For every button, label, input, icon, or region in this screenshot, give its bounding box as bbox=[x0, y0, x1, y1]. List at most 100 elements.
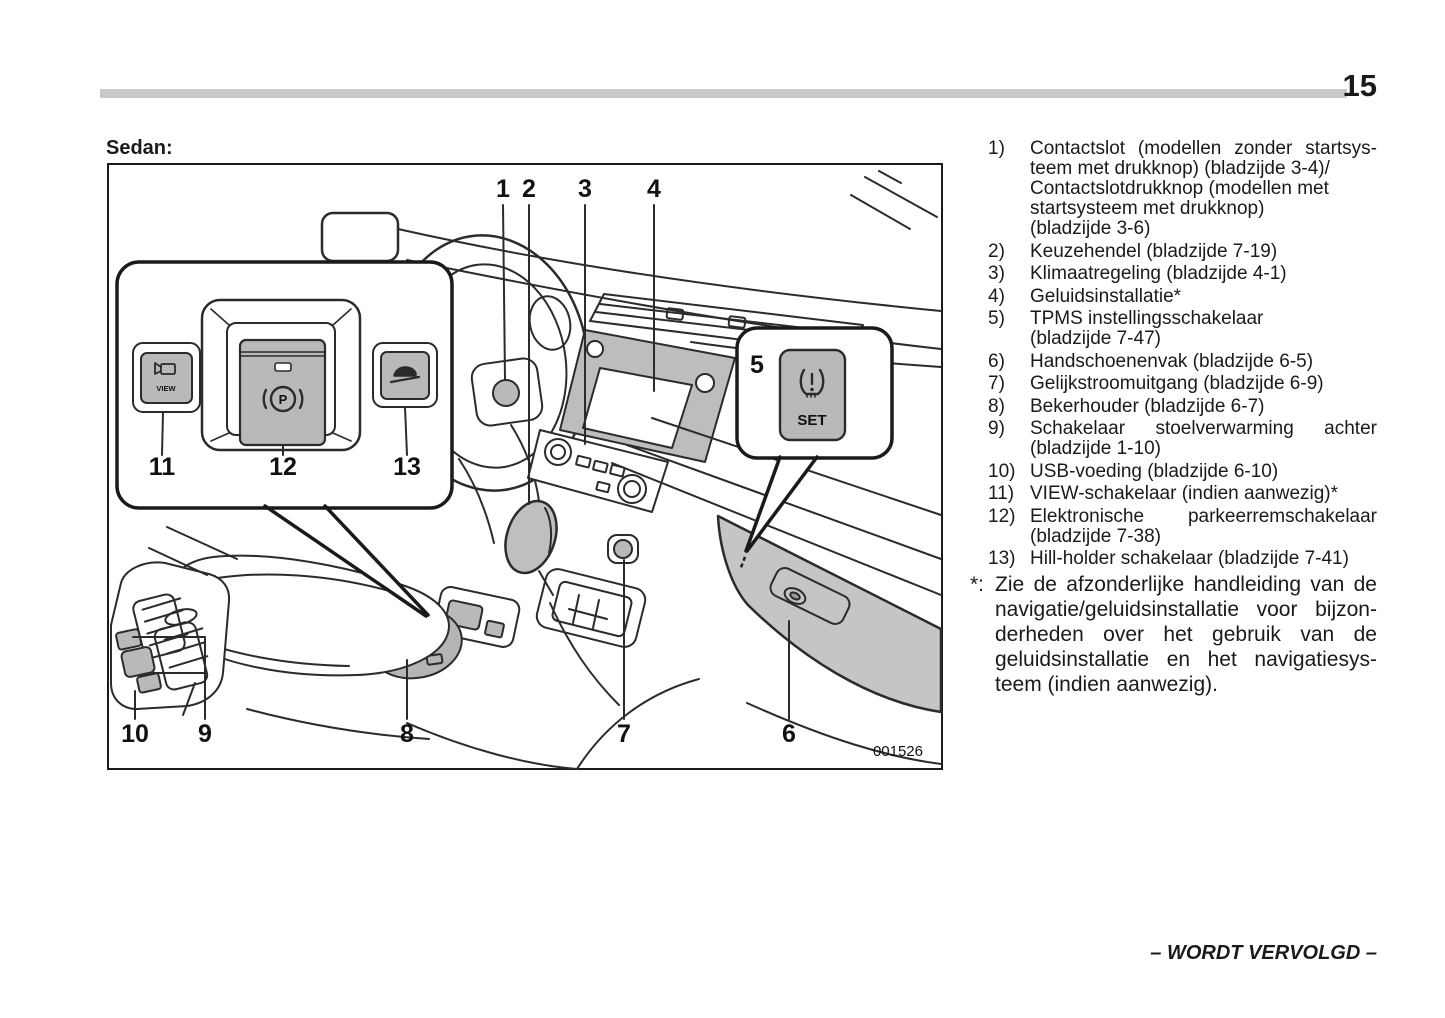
center-console-screen bbox=[559, 329, 736, 463]
callout-number-6: 6 bbox=[782, 720, 796, 748]
legend-text-line: Hill-holder schakelaar (bladzijde 7-41) bbox=[1030, 548, 1349, 569]
leader-lines bbox=[132, 204, 790, 720]
legend-text-line: Gelijkstroomuitgang (bladzijde 6-9) bbox=[1030, 373, 1324, 394]
gear-shifter bbox=[504, 499, 647, 648]
view-switch bbox=[132, 342, 201, 413]
callout-switch-panel: VIEW P 11 12 13 bbox=[115, 260, 454, 618]
hill-holder-icon bbox=[389, 366, 421, 384]
legend-text-line: Keuzehendel (bladzijde 7-19) bbox=[1030, 240, 1278, 262]
legend-text-line: (bladzijde 7-38) bbox=[1030, 525, 1161, 547]
legend-item-text: Handschoenenvak (bladzijde 6-5) bbox=[1030, 350, 1377, 372]
callout-number-8: 8 bbox=[400, 720, 414, 748]
view-camera-icon bbox=[154, 362, 176, 375]
legend-item-number: 3) bbox=[988, 263, 1005, 284]
callout-number-3: 3 bbox=[578, 175, 592, 203]
legend-item-number: 5) bbox=[988, 308, 1005, 329]
callout-number-12: 12 bbox=[269, 453, 297, 481]
legend-text-line: Bekerhouder (bladzijde 6-7) bbox=[1030, 395, 1265, 417]
legend-item-10: 10) USB-voeding (bladzijde 6-10) bbox=[988, 460, 1377, 482]
legend-item-3: 3) Klimaatregeling (bladzijde 4-1) bbox=[988, 264, 1377, 284]
callout-number-5: 5 bbox=[750, 351, 764, 379]
legend-item-number: 8) bbox=[988, 395, 1005, 417]
legend-item-2: 2) Keuzehendel (bladzijde 7-19) bbox=[988, 240, 1377, 262]
legend-item-number: 13) bbox=[988, 548, 1016, 569]
parking-brake-icon bbox=[262, 385, 304, 413]
callout-number-4: 4 bbox=[647, 175, 661, 203]
legend-item-text: Keuzehendel (bladzijde 7-19) bbox=[1030, 240, 1377, 262]
legend-text-line: Handschoenenvak (bladzijde 6-5) bbox=[1030, 350, 1314, 372]
legend-text-line: USB-voeding (bladzijde 6-10) bbox=[1030, 460, 1279, 482]
legend-text-line: startsysteem met drukknop) bbox=[1030, 198, 1265, 219]
legend-item-number: 10) bbox=[988, 460, 1016, 482]
car-interior-diagram: VIEW P 11 12 13 SET 5 bbox=[107, 163, 943, 770]
legend-item-number: 1) bbox=[988, 138, 1005, 159]
legend-item-text: Geluidsinstallatie* bbox=[1030, 286, 1377, 307]
legend-text-line: VIEW-schakelaar (indien aanwezig)* bbox=[1030, 483, 1339, 504]
seat-heater-switch-left bbox=[115, 628, 143, 651]
seat-heater-switch-right bbox=[136, 672, 162, 694]
callout-number-9: 9 bbox=[198, 720, 212, 748]
legend-text-line: Contactslotdrukknop (modellen met bbox=[1030, 178, 1329, 199]
legend-text-line: (bladzijde 7-47) bbox=[1030, 328, 1161, 349]
hill-holder-switch bbox=[372, 342, 438, 408]
legend-text-line: (bladzijde 3-6) bbox=[1030, 218, 1151, 239]
legend-item-text: Klimaatregeling (bladzijde 4-1) bbox=[1030, 264, 1377, 284]
callout-number-11: 11 bbox=[149, 453, 176, 481]
legend-item-5: 5) TPMS instellingsschakelaar(bladzijde 7… bbox=[988, 309, 1377, 349]
view-button-label: VIEW bbox=[156, 384, 176, 393]
figure-sedan-dashboard: VIEW P 11 12 13 SET 5 bbox=[107, 163, 943, 770]
set-button-label: SET bbox=[797, 412, 826, 429]
legend-item-text: Hill-holder schakelaar (bladzijde 7-41) bbox=[1030, 549, 1377, 569]
legend-item-text: Gelijkstroomuitgang (bladzijde 6-9) bbox=[1030, 374, 1377, 394]
legend-text-line: (bladzijde 1-10) bbox=[1030, 438, 1161, 459]
park-button-label: P bbox=[279, 392, 288, 407]
legend-item-number: 4) bbox=[988, 285, 1005, 307]
footnote-text-line: teem (indien aanwezig). bbox=[995, 673, 1218, 696]
legend-text-line: TPMS instellingsschakelaar bbox=[1030, 308, 1264, 329]
rear-console bbox=[110, 561, 231, 716]
callout-number-10: 10 bbox=[121, 720, 149, 748]
climate-controls bbox=[527, 429, 669, 513]
header-rule bbox=[100, 89, 1347, 98]
tpms-icon bbox=[799, 368, 825, 398]
continued-footer: – WORDT VERVOLGD – bbox=[1150, 942, 1377, 964]
callout-number-1: 1 bbox=[496, 175, 510, 203]
callout-number-13: 13 bbox=[393, 453, 421, 481]
legend-item-7: 7) Gelijkstroomuitgang (bladzijde 6-9) bbox=[988, 374, 1377, 394]
page-number: 15 bbox=[1342, 68, 1377, 103]
callout-numbers: 1 2 3 4 10 9 8 7 6 bbox=[121, 175, 796, 748]
legend-item-number: 11) bbox=[988, 483, 1015, 504]
legend-item-text: Bekerhouder (bladzijde 6-7) bbox=[1030, 395, 1377, 417]
legend-item-number: 6) bbox=[988, 350, 1005, 372]
legend-item-text: USB-voeding (bladzijde 6-10) bbox=[1030, 460, 1377, 482]
section-label: Sedan: bbox=[106, 137, 173, 159]
legend-item-number: 12) bbox=[988, 505, 1016, 527]
legend-item-6: 6) Handschoenenvak (bladzijde 6-5) bbox=[988, 350, 1377, 372]
callout-number-7: 7 bbox=[617, 720, 631, 748]
glovebox-panel bbox=[716, 514, 943, 765]
figure-code: 001526 bbox=[873, 743, 923, 760]
legend-item-number: 9) bbox=[988, 418, 1005, 439]
legend-text-line: Klimaatregeling (bladzijde 4-1) bbox=[1030, 263, 1287, 284]
legend-item-number: 7) bbox=[988, 373, 1005, 394]
legend-item-4: 4) Geluidsinstallatie* bbox=[988, 285, 1377, 307]
legend-item-13: 13) Hill-holder schakelaar (bladzijde 7-4… bbox=[988, 549, 1377, 569]
legend-item-8: 8) Bekerhouder (bladzijde 6-7) bbox=[988, 395, 1377, 417]
legend-item-text: VIEW-schakelaar (indien aanwezig)* bbox=[1030, 484, 1377, 504]
legend-item-number: 2) bbox=[988, 240, 1005, 262]
leader-lines-callout bbox=[161, 406, 408, 456]
